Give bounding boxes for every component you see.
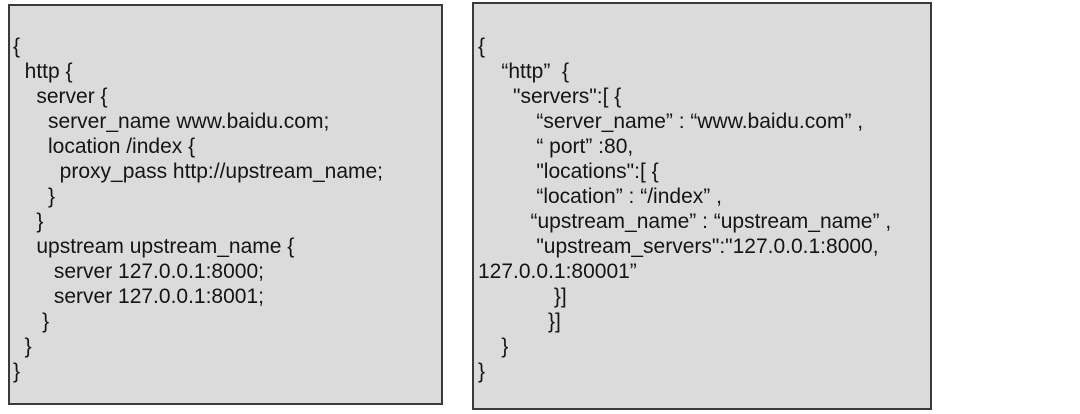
nginx-config-panel: { http { server { server_name www.baidu.… (8, 4, 443, 405)
json-config-code: { “http” { "servers":[ { “server_name” :… (478, 35, 892, 383)
json-config-panel: { “http” { "servers":[ { “server_name” :… (472, 2, 932, 410)
nginx-config-code: { http { server { server_name www.baidu.… (13, 35, 384, 383)
